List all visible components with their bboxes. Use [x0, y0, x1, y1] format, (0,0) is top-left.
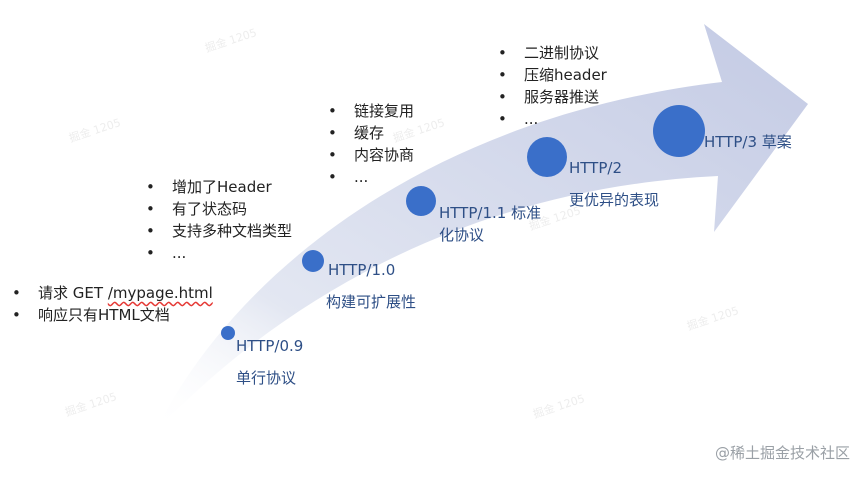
feature-item: 内容协商 — [328, 144, 414, 166]
feature-item: ... — [328, 166, 414, 188]
version-desc-http10: 构建可扩展性 — [326, 293, 417, 311]
feature-item: 服务器推送 — [498, 86, 607, 108]
feature-list-http2: 二进制协议 压缩header 服务器推送 ... — [498, 42, 607, 130]
version-label-http10: HTTP/1.0 — [328, 261, 396, 279]
node-http2 — [527, 137, 567, 177]
feature-item: 链接复用 — [328, 100, 414, 122]
footer-brand: @稀土掘金技术社区 — [714, 444, 850, 462]
feature-item: 增加了Header — [146, 176, 292, 198]
feature-item: ... — [498, 108, 607, 130]
feature-item: 支持多种文档类型 — [146, 220, 292, 242]
feature-item: 压缩header — [498, 64, 607, 86]
version-label-http2: HTTP/2 — [569, 159, 622, 177]
feature-list-http11: 链接复用 缓存 内容协商 ... — [328, 100, 414, 188]
node-http09 — [221, 326, 235, 340]
feature-item: 响应只有HTML文档 — [12, 304, 213, 326]
version-label-http3: HTTP/3 草案 — [704, 133, 792, 151]
version-label-http11: HTTP/1.1 标准化协议 — [439, 204, 542, 244]
version-desc-http09: 单行协议 — [236, 369, 297, 387]
version-desc-http2: 更优异的表现 — [569, 191, 660, 209]
version-label-http09: HTTP/0.9 — [236, 337, 304, 355]
node-http11 — [406, 186, 436, 216]
arrow-shape — [155, 24, 808, 432]
feature-list-http10: 增加了Header 有了状态码 支持多种文档类型 ... — [146, 176, 292, 264]
feature-item: 二进制协议 — [498, 42, 607, 64]
feature-item: 缓存 — [328, 122, 414, 144]
feature-list-http09: 请求 GET /mypage.html 响应只有HTML文档 — [12, 282, 213, 326]
feature-item: 有了状态码 — [146, 198, 292, 220]
feature-item: ... — [146, 242, 292, 264]
node-http3 — [653, 105, 705, 157]
node-http10 — [302, 250, 324, 272]
feature-item: 请求 GET /mypage.html — [12, 282, 213, 304]
